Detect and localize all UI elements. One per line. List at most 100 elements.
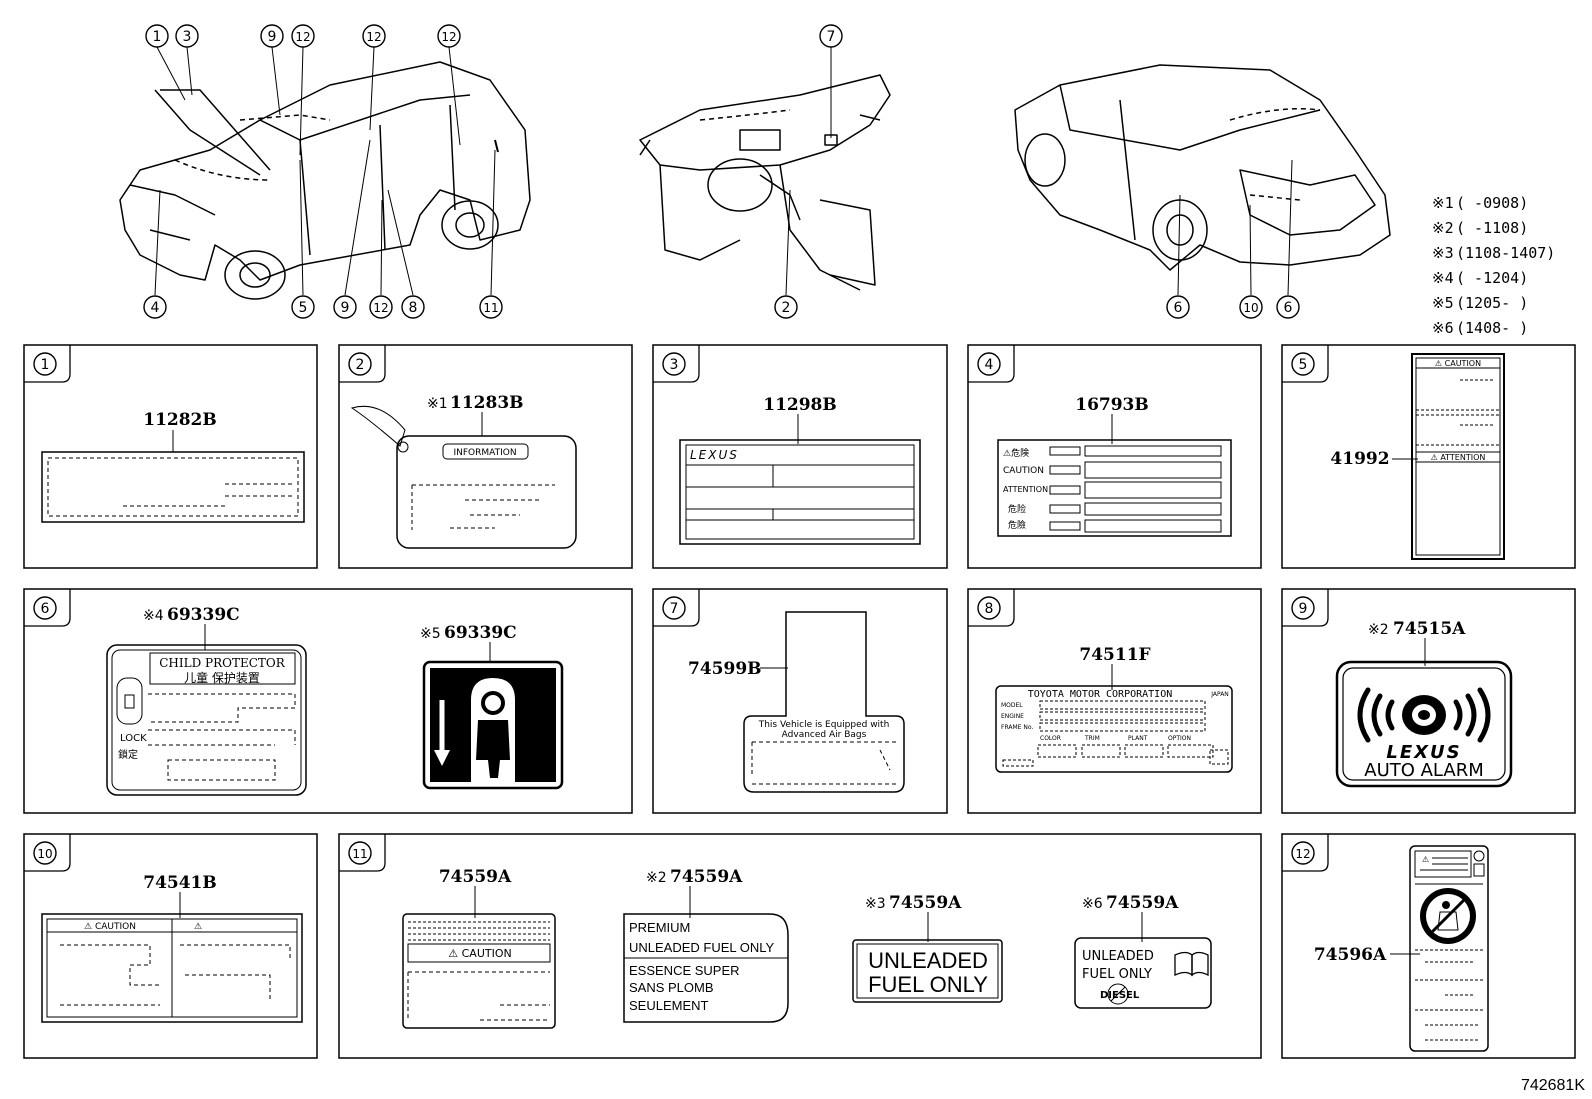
panel-6-labels: ※4 69339C CHILD PROTECTOR 儿童 保护装置 LOCK 鎖… <box>106 605 564 796</box>
part-number: 69339C <box>167 605 240 625</box>
callout-8: 8 <box>409 300 418 316</box>
diagram-id: 742681K <box>1521 1077 1585 1094</box>
row-label: ⚠ ATTENTION <box>1431 453 1486 462</box>
panel-9-label: ※2 74515A LEXUS AUTO ALARM <box>1335 619 1513 788</box>
note-2-mark: ※2 <box>1432 219 1454 237</box>
panel-10-label: 74541B ⚠ CAUTION ⚠ <box>41 873 303 1023</box>
part-number: 74515A <box>1393 619 1466 639</box>
label-text: 鎖定 <box>118 748 138 761</box>
part-number: 69339C <box>444 623 517 643</box>
label-text: OPTION <box>1168 735 1191 742</box>
part-number: 16793B <box>1075 395 1149 415</box>
callout-9: 9 <box>268 29 277 45</box>
note-4-mark: ※4 <box>1432 269 1454 287</box>
callout-12: 12 <box>373 301 388 315</box>
label-text: AUTO ALARM <box>1364 760 1483 781</box>
note-mark: ※3 <box>865 896 886 912</box>
label-text: COLOR <box>1040 735 1061 742</box>
label-text: ENGINE <box>1001 713 1024 720</box>
panel-9-number: 9 <box>1299 601 1308 617</box>
note-5-range: (1205- ) <box>1456 294 1528 312</box>
label-text: UNLEADED FUEL ONLY <box>629 940 775 955</box>
panel-2-number: 2 <box>356 357 365 373</box>
note-3-mark: ※3 <box>1432 244 1454 262</box>
row-label: ATTENTION <box>1003 485 1048 494</box>
note-mark: ※4 <box>143 608 164 624</box>
label-text: PLANT <box>1128 735 1148 742</box>
panel-10-number: 10 <box>37 847 52 861</box>
date-range-notes: ※1( -0908) ※2( -1108) ※3(1108-1407) ※4( … <box>1432 194 1555 337</box>
callout-7: 7 <box>827 29 836 45</box>
panel-1-label: 11282B <box>41 410 305 523</box>
part-number: 74599B <box>688 659 762 679</box>
label-text: SEULEMENT <box>629 998 709 1013</box>
callout-3: 3 <box>183 29 192 45</box>
part-number: 74559A <box>439 867 512 887</box>
label-text: ⚠ CAUTION <box>448 947 511 960</box>
panel-frames <box>23 344 1576 1059</box>
panel-7-label: 74599B This Vehicle is Equipped with Adv… <box>688 611 905 793</box>
label-text: LOCK <box>120 733 147 744</box>
row-label: ⚠ CAUTION <box>1435 359 1481 368</box>
part-number: 11282B <box>143 410 217 430</box>
front-vehicle-illustration <box>119 61 531 300</box>
panel-12-number: 12 <box>1295 847 1310 861</box>
note-1-range: ( -0908) <box>1456 194 1528 212</box>
panel-8-label: 74511F TOYOTA MOTOR CORPORATION JAPAN MO… <box>995 645 1233 773</box>
label-text: CHILD PROTECTOR <box>159 656 286 670</box>
panel-7-number: 7 <box>670 601 679 617</box>
callout-6: 6 <box>1284 300 1293 316</box>
note-2-range: ( -1108) <box>1456 219 1528 237</box>
row-label: CAUTION <box>1003 466 1044 476</box>
panel-6-number: 6 <box>41 601 50 617</box>
label-text: LEXUS <box>1386 742 1461 763</box>
panel-3-number: 3 <box>670 357 679 373</box>
callout-2: 2 <box>782 300 791 316</box>
row-label: 危險 <box>1008 519 1026 531</box>
callout-11: 11 <box>483 301 498 315</box>
dashboard-callouts <box>785 47 832 296</box>
note-mark: ※2 <box>646 870 667 886</box>
part-number: 74511F <box>1079 645 1150 665</box>
manual-icon <box>1174 951 1209 977</box>
dashboard-callout-bubbles: 7 2 <box>774 24 843 319</box>
label-text: UNLEADED <box>1082 949 1154 964</box>
label-text: ESSENCE SUPER <box>629 963 740 978</box>
note-mark: ※1 <box>427 396 448 412</box>
row-label: ⚠危険 <box>1003 447 1029 459</box>
panel-12-label: 74596A ⚠ <box>1314 845 1489 1052</box>
warning-icon: ⚠ <box>1422 855 1429 864</box>
label-text: SANS PLOMB <box>629 980 714 995</box>
label-text: TOYOTA MOTOR CORPORATION <box>1028 689 1173 700</box>
panel-number-tabs: 1 2 3 4 5 6 7 8 9 10 11 12 <box>24 345 1329 872</box>
note-6-mark: ※6 <box>1432 319 1454 337</box>
note-6-range: (1408- ) <box>1456 319 1528 337</box>
front-callout-bubbles: 1 3 9 12 12 12 4 5 9 12 8 11 <box>143 24 503 319</box>
front-callouts <box>154 46 496 296</box>
rear-vehicle-illustration <box>1014 64 1391 271</box>
label-text: FUEL ONLY <box>868 972 988 997</box>
label-text: 儿童 保护装置 <box>184 670 260 685</box>
panel-2-label: ※1 11283B INFORMATION <box>350 393 577 549</box>
note-mark: ※2 <box>1368 622 1389 638</box>
panel-5-label: 41992 ⚠ CAUTION ⚠ ATTENTION <box>1330 353 1505 560</box>
rear-callouts <box>1177 159 1293 296</box>
label-text: MODEL <box>1001 702 1023 709</box>
label-text: DIESEL <box>1100 990 1140 1001</box>
panel-4-number: 4 <box>985 357 994 373</box>
label-text: ⚠ CAUTION <box>84 922 136 932</box>
dashboard-illustration <box>639 74 891 291</box>
label-text: FUEL ONLY <box>1082 967 1152 982</box>
warning-icon: ⚠ <box>194 922 202 932</box>
callout-5: 5 <box>299 300 308 316</box>
label-text: Advanced Air Bags <box>782 730 867 740</box>
label-text: UNLEADED <box>868 948 988 973</box>
label-text: This Vehicle is Equipped with <box>758 720 890 730</box>
label-text: INFORMATION <box>453 448 516 458</box>
part-number: 74559A <box>670 867 743 887</box>
callout-12: 12 <box>295 30 310 44</box>
panel-1-number: 1 <box>41 357 50 373</box>
note-5-mark: ※5 <box>1432 294 1454 312</box>
note-4-range: ( -1204) <box>1456 269 1528 287</box>
panel-8-number: 8 <box>985 601 994 617</box>
